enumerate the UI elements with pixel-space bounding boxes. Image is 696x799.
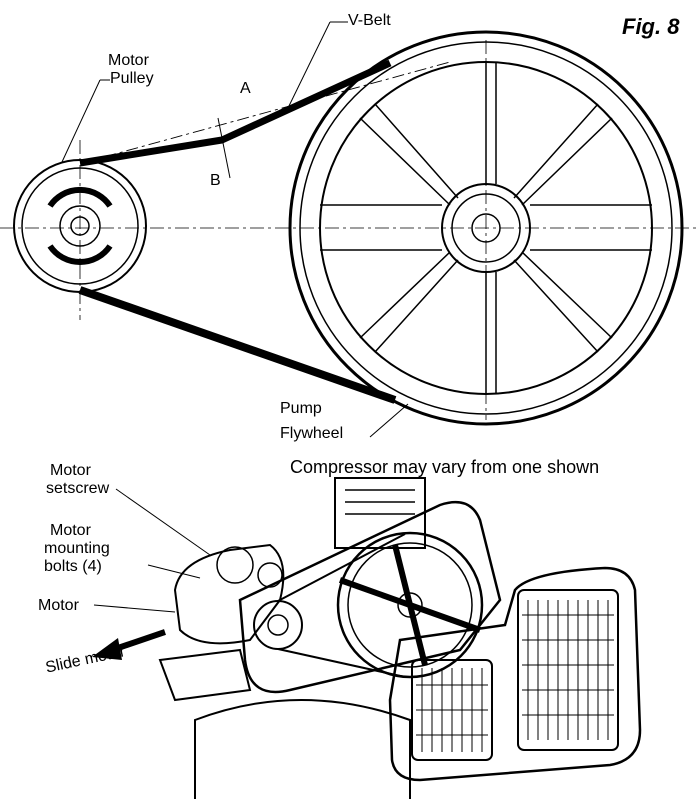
tank (194, 699, 411, 799)
label-motor-pulley-line2: Pulley (110, 70, 154, 87)
label-compressor-note: Compressor may vary from one shown (290, 457, 600, 477)
pump-flywheel (288, 30, 684, 426)
belt-drive-diagram (0, 21, 696, 438)
label-point-b: B (210, 172, 221, 189)
shroud-cover (388, 566, 642, 782)
figure-number: Fig. 8 (622, 14, 680, 39)
motor-body (173, 543, 285, 645)
label-motor-setscrew-line1: Motor (50, 462, 91, 479)
belt-guard (238, 500, 502, 694)
label-mounting-bolts-line1: Motor (50, 522, 91, 539)
label-v-belt: V-Belt (348, 12, 391, 29)
grille-left (411, 659, 493, 761)
label-motor: Motor (38, 597, 79, 614)
label-mounting-bolts-line3: bolts (4) (44, 558, 102, 575)
label-point-a: A (240, 80, 251, 97)
v-belt-bottom-run (78, 286, 397, 404)
label-motor-setscrew-line2: setscrew (46, 480, 110, 497)
deflection-mark (217, 117, 231, 179)
label-motor-pulley-line1: Motor (108, 52, 149, 69)
label-pump-flywheel-line2: Flywheel (280, 425, 344, 442)
label-pump-flywheel-line1: Pump (280, 400, 322, 417)
slide-motor-arrow-icon (92, 629, 166, 660)
grille-right (517, 589, 619, 751)
straight-reference-line (81, 61, 451, 164)
pump-flywheel-small (336, 531, 484, 679)
motor-pulley (13, 159, 147, 293)
label-mounting-bolts-line2: mounting (44, 540, 110, 557)
motor-base-bracket (158, 648, 252, 702)
pump-head (334, 477, 426, 549)
